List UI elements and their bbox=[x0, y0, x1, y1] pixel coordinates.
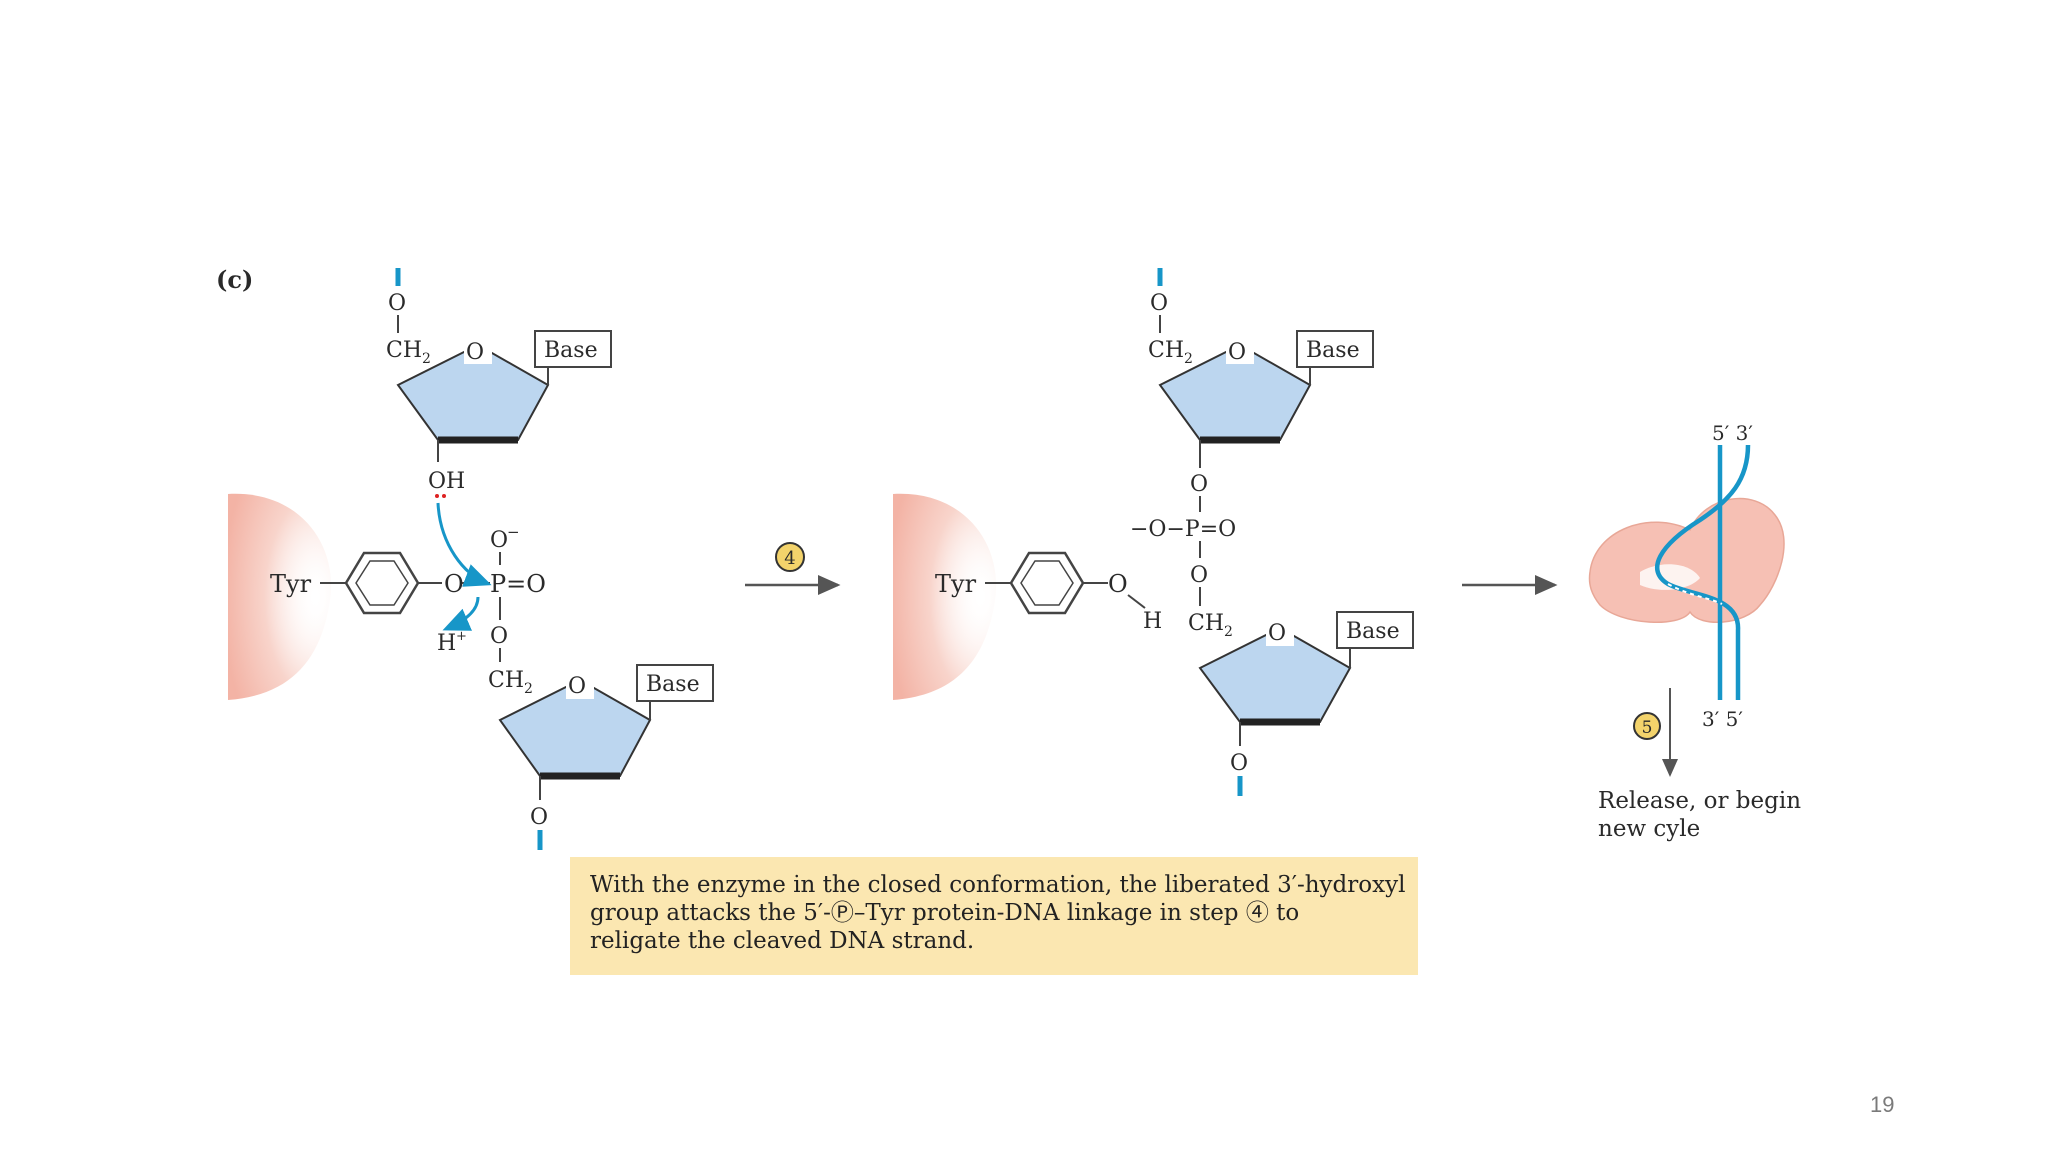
phosphate-group: −O−P=O bbox=[1130, 517, 1236, 542]
page-number: 19 bbox=[1870, 1092, 1895, 1117]
ch2-top-left: CH2 bbox=[386, 338, 431, 367]
strand-ends-top: 5′ 3′ bbox=[1712, 421, 1753, 445]
ch2-top-middle: CH2 bbox=[1148, 338, 1193, 367]
enzyme-body bbox=[1588, 497, 1785, 623]
base-box-top-middle bbox=[1296, 330, 1374, 368]
middle-structure: Tyr O H O CH2 O Base O −O−P=O O CH2 O bbox=[893, 268, 1414, 796]
caption-line-2: group attacks the 5′-Ⓟ–Tyr protein-DNA l… bbox=[590, 900, 1300, 926]
tyr-oxygen-middle: O bbox=[1108, 570, 1128, 598]
phosphate-oxygen-top: O bbox=[1190, 472, 1208, 497]
tyr-label-left: Tyr bbox=[270, 570, 312, 598]
release-line-1: Release, or begin bbox=[1598, 788, 1801, 814]
step4-circle bbox=[775, 542, 805, 572]
bottom-3prime-oxygen-middle: O bbox=[1230, 751, 1248, 776]
bridge-oxygen-left: O bbox=[490, 624, 508, 649]
strand-ends-bottom: 3′ 5′ bbox=[1702, 707, 1743, 731]
ring-oxygen-bottom-middle: O bbox=[1268, 621, 1286, 646]
svg-text:Base: Base bbox=[1346, 619, 1400, 644]
ring-oxygen-bottom-left: O bbox=[568, 674, 586, 699]
enzyme-dna-complex: 5′ 3′ 3′ 5′ 5 Release, or begin new cyle bbox=[1588, 421, 1801, 842]
enzyme-surface-middle bbox=[893, 493, 997, 700]
base-box-bottom-left bbox=[636, 664, 714, 702]
caption-box: With the enzyme in the closed conformati… bbox=[570, 857, 1418, 975]
caption-line-1: With the enzyme in the closed conformati… bbox=[590, 872, 1406, 898]
top-5prime-oxygen-left: O bbox=[388, 291, 406, 316]
phosphoryl-left: P=O bbox=[490, 570, 546, 598]
release-line-2: new cyle bbox=[1598, 816, 1700, 842]
step4-arrow: 4 bbox=[745, 542, 841, 595]
ch2-bottom-middle: CH2 bbox=[1188, 611, 1233, 640]
step5-circle bbox=[1633, 712, 1661, 740]
svg-text:Base: Base bbox=[646, 672, 700, 697]
step4-label: 4 bbox=[784, 548, 795, 569]
proton-label: H bbox=[437, 631, 456, 656]
svg-text:+: + bbox=[456, 629, 467, 644]
panel-label: (c) bbox=[216, 265, 253, 294]
step5-label: 5 bbox=[1642, 718, 1653, 738]
caption-line-3: religate the cleaved DNA strand. bbox=[590, 928, 975, 954]
svg-text:Base: Base bbox=[544, 338, 598, 363]
bottom-3prime-oxygen-left: O bbox=[530, 805, 548, 830]
ring-oxygen-top-middle: O bbox=[1228, 340, 1246, 365]
base-box-top-left bbox=[534, 330, 612, 368]
o-minus-left: O bbox=[490, 528, 508, 553]
enzyme-surface-left bbox=[228, 493, 332, 700]
dna-strand-2 bbox=[1655, 444, 1751, 700]
phosphate-oxygen-bottom: O bbox=[1190, 563, 1208, 588]
tyr-oxygen-left: O bbox=[444, 570, 464, 598]
hydroxyl-3prime: OH bbox=[428, 469, 465, 494]
left-structure: Tyr O P=O O − O H + O CH2 O Base OH bbox=[228, 268, 714, 850]
svg-text:Base: Base bbox=[1306, 338, 1360, 363]
tyr-label-middle: Tyr bbox=[935, 570, 977, 598]
tyr-hydrogen: H bbox=[1143, 609, 1162, 634]
ch2-bottom-left: CH2 bbox=[488, 668, 533, 697]
svg-text:−: − bbox=[507, 523, 520, 541]
top-5prime-oxygen-middle: O bbox=[1150, 291, 1168, 316]
ring-oxygen-top-left: O bbox=[466, 340, 484, 365]
base-box-bottom-middle bbox=[1336, 611, 1414, 649]
